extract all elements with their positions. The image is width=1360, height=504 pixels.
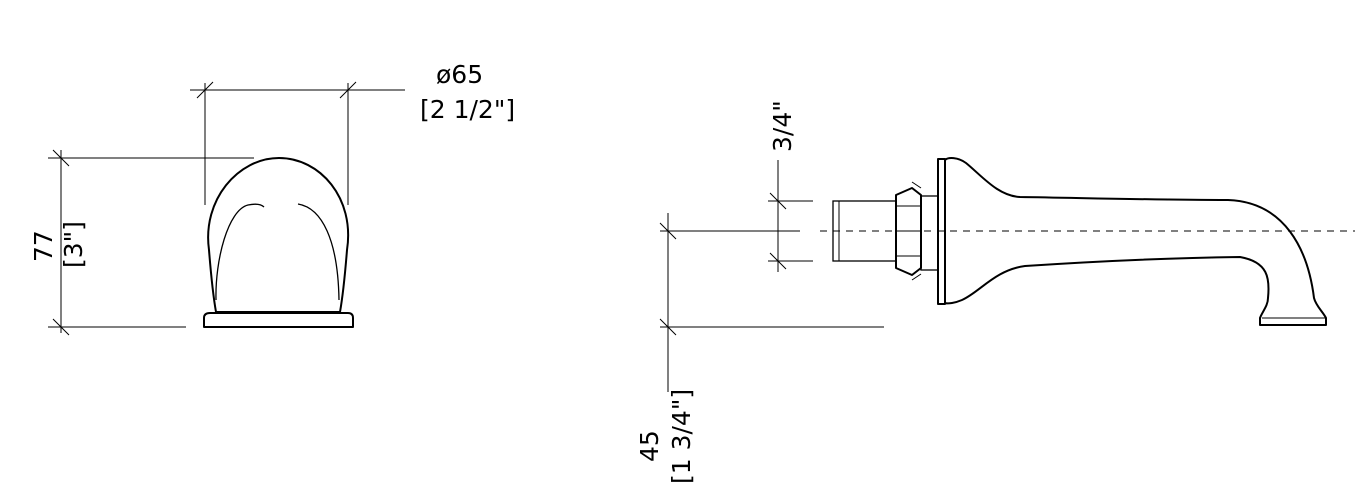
diameter-in-label: [2 1/2"] <box>420 95 515 124</box>
height-tick-bottom <box>52 318 70 336</box>
front-spout-outline <box>207 157 350 313</box>
diameter-mm-label: ø65 <box>436 60 483 89</box>
diameter-tick-left <box>196 81 214 99</box>
pipe-size-label: 3/4" <box>768 100 797 152</box>
front-spout-opening-right <box>297 203 340 301</box>
pipe-size-tick-bottom <box>769 252 787 270</box>
front-base-plate <box>203 312 354 328</box>
side-view: 3/4" 45 [1 3/4"] <box>635 100 1355 484</box>
front-view: ø65 [2 1/2"] 77 [3"] <box>29 60 515 336</box>
offset-tick-bottom <box>659 318 677 336</box>
height-tick-top <box>52 149 70 167</box>
side-spout-outline <box>944 157 1327 326</box>
height-mm-label: 77 <box>29 230 58 262</box>
offset-mm-label: 45 <box>635 430 664 462</box>
front-spout-opening <box>215 203 265 301</box>
pipe-size-tick-top <box>769 192 787 210</box>
offset-tick-top <box>659 222 677 240</box>
offset-in-label: [1 3/4"] <box>667 389 696 484</box>
height-in-label: [3"] <box>59 221 88 268</box>
hex-nut-top-chamfer <box>911 181 922 189</box>
hex-nut-bottom-chamfer <box>911 273 922 281</box>
diameter-tick-right <box>339 81 357 99</box>
